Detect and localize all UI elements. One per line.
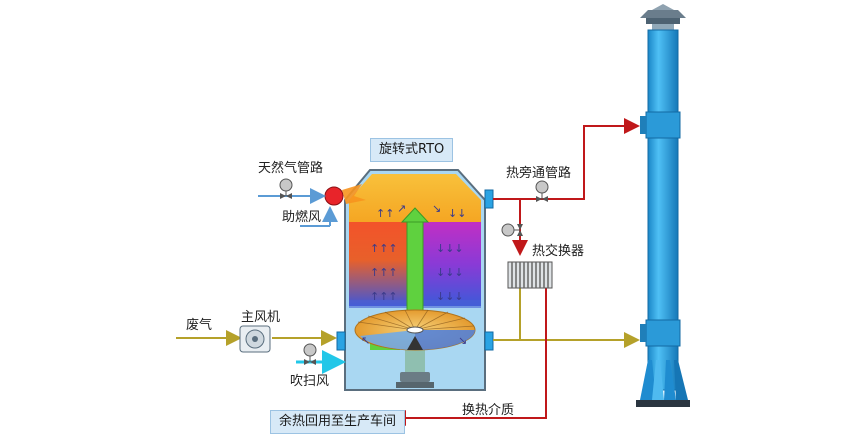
burner: [324, 184, 366, 206]
svg-text:↑↑↑: ↑↑↑: [370, 290, 398, 303]
svg-text:↓↓↓: ↓↓↓: [436, 242, 464, 255]
svg-text:↖: ↖: [361, 334, 370, 347]
natural-gas-label: 天然气管路: [258, 161, 324, 176]
svg-text:↓↓↓: ↓↓↓: [436, 266, 464, 279]
main-fan-icon: [239, 325, 271, 353]
svg-text:↑↑: ↑↑: [376, 207, 394, 220]
main-fan-label: 主风机: [241, 310, 281, 325]
purge-air-label: 吹扫风: [290, 374, 330, 389]
waste-gas-label: 废气: [186, 318, 213, 333]
heat-exchanger-icon: [507, 261, 553, 289]
svg-text:↑↑↑: ↑↑↑: [370, 266, 398, 279]
svg-text:↓↓: ↓↓: [448, 207, 466, 220]
combustion-air-label: 助燃风: [282, 210, 322, 225]
svg-text:↘: ↘: [432, 202, 441, 215]
heat-exchanger-label: 热交换器: [532, 244, 585, 259]
heat-medium-label: 换热介质: [462, 403, 515, 418]
svg-text:↗: ↗: [397, 202, 406, 215]
heat-recovery-label: 余热回用至生产车间: [270, 410, 406, 434]
svg-text:↘: ↘: [458, 334, 467, 347]
hx-valve-icon: [501, 223, 523, 237]
natural-gas-valve-icon: [279, 178, 293, 199]
chimney: [636, 4, 690, 407]
purge-air-valve-icon: [303, 343, 317, 365]
diagram-title: 旋转式RTO: [370, 138, 454, 162]
bypass-valve-icon: [535, 180, 549, 202]
rto-vessel: ↑↑↗ ↘ ↓↓ ↑↑↑ ↑↑↑ ↑↑↑ ↓↓↓ ↓↓↓ ↓↓↓ ↖ ↘: [336, 169, 494, 391]
svg-text:↑↑↑: ↑↑↑: [370, 242, 398, 255]
hot-bypass-label: 热旁通管路: [506, 166, 572, 181]
svg-text:↓↓↓: ↓↓↓: [436, 290, 464, 303]
